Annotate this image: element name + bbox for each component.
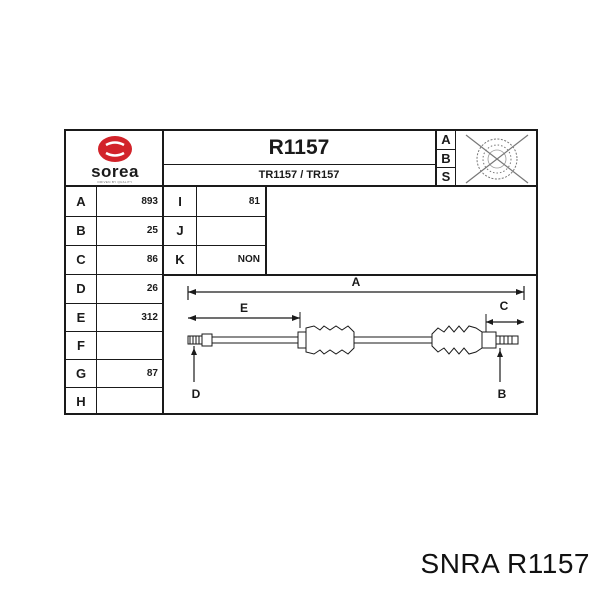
divider xyxy=(164,164,436,165)
spec-sheet: sorea DRIVEN BY QUALITY R1157 TR1157 / T… xyxy=(64,129,538,415)
divider xyxy=(164,274,538,276)
spec-letter-d: D xyxy=(76,281,86,296)
dimension-a-label: A xyxy=(352,276,361,289)
sorea-logo: sorea DRIVEN BY QUALITY xyxy=(66,131,164,187)
divider xyxy=(66,331,162,332)
spec-letter-h: H xyxy=(76,394,86,409)
spec-letter-k: K xyxy=(175,252,185,267)
divider xyxy=(66,216,162,217)
logo-wordmark: sorea xyxy=(91,162,139,181)
footer-part-label: SNRA R1157 xyxy=(420,548,590,579)
spec-value-b: 25 xyxy=(146,225,158,236)
spec-letter-c: C xyxy=(76,252,86,267)
drive-shaft-icon xyxy=(187,325,519,355)
spec-value-j xyxy=(196,216,265,245)
spec-letter-a: A xyxy=(76,194,86,209)
dimension-e-label: E xyxy=(240,301,248,315)
divider xyxy=(437,167,455,168)
spec-value-d: 26 xyxy=(146,283,158,294)
divider xyxy=(66,245,162,246)
spec-letter-e: E xyxy=(76,310,86,325)
spec-letter-b: B xyxy=(76,223,86,238)
spec-value-g: 87 xyxy=(146,368,158,379)
divider xyxy=(437,149,455,150)
divider xyxy=(455,131,456,187)
spec-value-f xyxy=(96,331,162,360)
drive-shaft-diagram: A E C xyxy=(187,276,525,401)
abs-letter-a: A xyxy=(441,132,451,147)
dimension-d-label: D xyxy=(192,387,201,401)
divider xyxy=(196,187,197,275)
spec-letter-g: G xyxy=(75,366,87,381)
part-number: R1157 xyxy=(268,135,330,159)
divider xyxy=(164,216,267,217)
spec-letter-i: I xyxy=(178,194,182,209)
spec-value-a: 893 xyxy=(141,196,158,207)
divider xyxy=(265,187,267,275)
divider xyxy=(164,245,267,246)
crossed-out-abs-ring-icon xyxy=(465,134,529,184)
sorea-emblem-icon xyxy=(98,136,132,162)
divider xyxy=(164,185,538,187)
dimension-c-label: C xyxy=(500,299,509,313)
spec-value-k: NON xyxy=(237,254,260,265)
divider xyxy=(66,274,162,275)
cross-references: TR1157 / TR157 xyxy=(258,169,340,181)
dimension-b-label: B xyxy=(498,387,507,401)
divider xyxy=(66,359,162,360)
divider xyxy=(435,131,437,187)
divider xyxy=(162,131,164,413)
spec-letter-f: F xyxy=(77,338,85,353)
logo-tagline: DRIVEN BY QUALITY xyxy=(97,180,133,184)
spec-letter-j: J xyxy=(176,223,184,238)
spec-value-i: 81 xyxy=(248,196,260,207)
divider xyxy=(96,187,97,413)
abs-letter-b: B xyxy=(441,151,451,166)
spec-value-e: 312 xyxy=(141,312,158,323)
divider xyxy=(66,387,162,388)
divider xyxy=(66,303,162,304)
spec-value-h xyxy=(96,387,162,416)
abs-letter-s: S xyxy=(441,169,451,184)
spec-value-c: 86 xyxy=(146,254,158,265)
divider xyxy=(66,185,164,187)
